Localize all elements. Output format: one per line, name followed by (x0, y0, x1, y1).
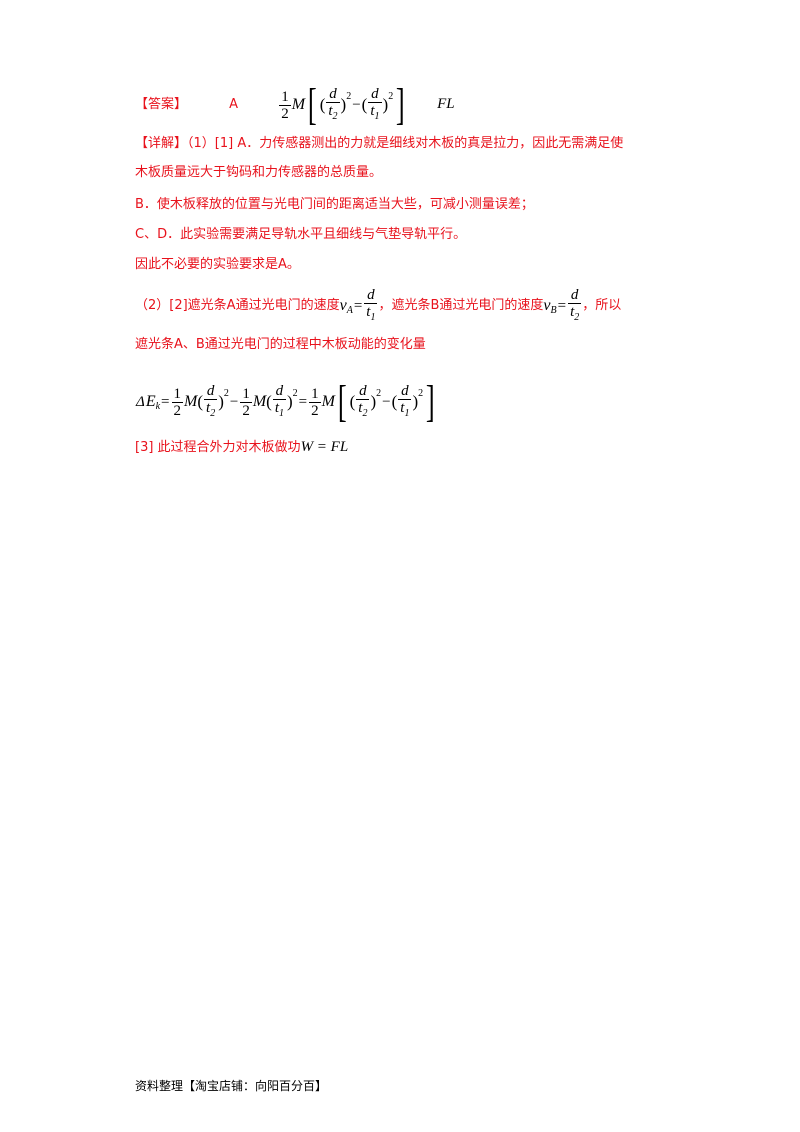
part2-text-b: ，遮光条B通过光电门的速度 (378, 298, 544, 313)
part2-text-c: ，所以 (582, 298, 622, 313)
work-label: [3] 此过程合外力对木板做功 (135, 440, 301, 455)
work-formula: W = FL (300, 439, 349, 455)
detail-line-7: 遮光条A、B通过光电门的过程中木板动能的变化量 (135, 337, 426, 352)
answer-third: FL (437, 96, 455, 112)
detail-line-5: 因此不必要的实验要求是A。 (135, 257, 300, 272)
detail-line-1: 【详解】（1）[1] A．力传感器测出的力就是细线对木板的真是拉力，因此无需满足… (135, 136, 624, 151)
detail-line-3: B．使木板释放的位置与光电门间的距离适当大些，可减小测量误差； (135, 197, 534, 212)
answer-label: 【答案】 (135, 97, 188, 112)
answer-choice: A (229, 97, 239, 112)
footer-source: 资料整理【淘宝店铺：向阳百分百】 (135, 1079, 328, 1093)
detail-line-2: 木板质量远大于钩码和力传感器的总质量。 (135, 165, 383, 180)
detail-line-4: C、D．此实验需要满足导轨水平且细线与气垫导轨平行。 (135, 227, 467, 242)
detail-line-9: [3] 此过程合外力对木板做功W = FL (135, 438, 348, 457)
part2-text-a: （2）[2]遮光条A通过光电门的速度 (135, 298, 340, 313)
